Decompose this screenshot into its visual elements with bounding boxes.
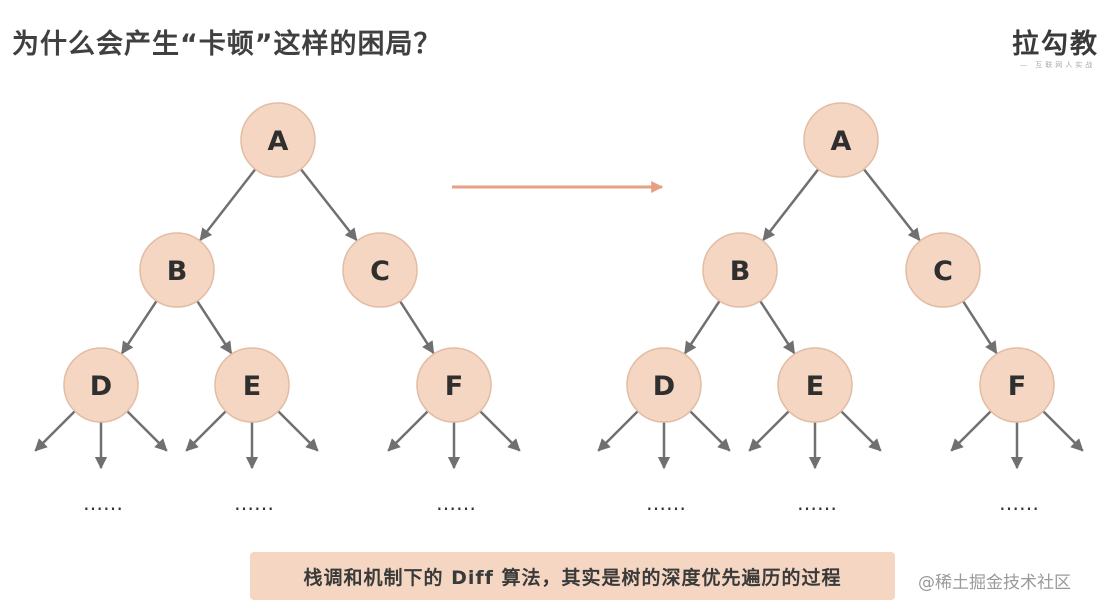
ellipsis-label: …… <box>83 491 123 515</box>
ellipsis-label: …… <box>646 491 686 515</box>
edge-b-e <box>756 296 796 355</box>
child-arrow-f-2 <box>1039 407 1084 452</box>
tree-node-d <box>626 347 702 423</box>
node-label-f: F <box>445 371 463 402</box>
edge-a-c <box>297 165 358 242</box>
watermark-text: @稀土掘金技术社区 <box>918 573 1071 593</box>
node-label-b: B <box>167 256 188 287</box>
child-arrow-d-2 <box>123 407 168 452</box>
node-label-e: E <box>243 371 261 402</box>
node-label-d: D <box>653 371 675 402</box>
ellipsis-label: …… <box>436 491 476 515</box>
tree-node-f <box>416 347 492 423</box>
brand-logo: 拉勾教 — 互联网人实战 — <box>1012 22 1098 72</box>
edge-b-e <box>193 296 233 355</box>
slide-title: 为什么会产生“卡顿”这样的困局？ <box>12 29 442 60</box>
child-arrow-d-0 <box>597 407 642 452</box>
tree-node-f <box>979 347 1055 423</box>
edge-a-c <box>860 165 921 242</box>
tree-node-d <box>63 347 139 423</box>
node-label-c: C <box>370 256 390 287</box>
child-arrow-d-2 <box>686 407 731 452</box>
tree-after: …… …… …… A B C D E F <box>597 102 1084 515</box>
ellipsis-label: …… <box>234 491 274 515</box>
tree-node-e <box>214 347 290 423</box>
child-arrow-e-2 <box>274 407 319 452</box>
tree-node-c <box>342 232 418 308</box>
edge-c-f <box>396 297 435 355</box>
brand-name: 拉勾教 <box>1012 29 1098 60</box>
child-arrow-d-0 <box>34 407 79 452</box>
child-arrow-f-2 <box>476 407 521 452</box>
edge-c-f <box>959 297 998 355</box>
edge-b-d <box>120 296 160 355</box>
node-label-c: C <box>933 256 953 287</box>
tree-before: …… …… …… A B C D E F <box>34 102 521 515</box>
edge-a-b <box>762 165 822 241</box>
node-label-b: B <box>730 256 751 287</box>
tree-node-c <box>905 232 981 308</box>
caption-banner: 栈调和机制下的 Diff 算法，其实是树的深度优先遍历的过程 <box>250 552 895 600</box>
tree-node-a <box>240 102 316 178</box>
edge-a-b <box>199 165 259 241</box>
node-label-f: F <box>1008 371 1026 402</box>
child-arrow-f-0 <box>387 407 432 452</box>
node-label-a: A <box>268 126 289 157</box>
node-label-e: E <box>806 371 824 402</box>
node-label-a: A <box>831 126 852 157</box>
ellipsis-label: …… <box>999 491 1039 515</box>
tree-node-b <box>702 232 778 308</box>
tree-node-b <box>139 232 215 308</box>
child-arrow-e-2 <box>837 407 882 452</box>
tree-node-e <box>777 347 853 423</box>
edge-b-d <box>683 296 723 355</box>
tree-node-a <box>803 102 879 178</box>
node-label-d: D <box>90 371 112 402</box>
brand-tagline: — 互联网人实战 — <box>1020 61 1098 69</box>
child-arrow-e-0 <box>748 407 793 452</box>
ellipsis-label: …… <box>797 491 837 515</box>
child-arrow-f-0 <box>950 407 995 452</box>
child-arrow-e-0 <box>185 407 230 452</box>
